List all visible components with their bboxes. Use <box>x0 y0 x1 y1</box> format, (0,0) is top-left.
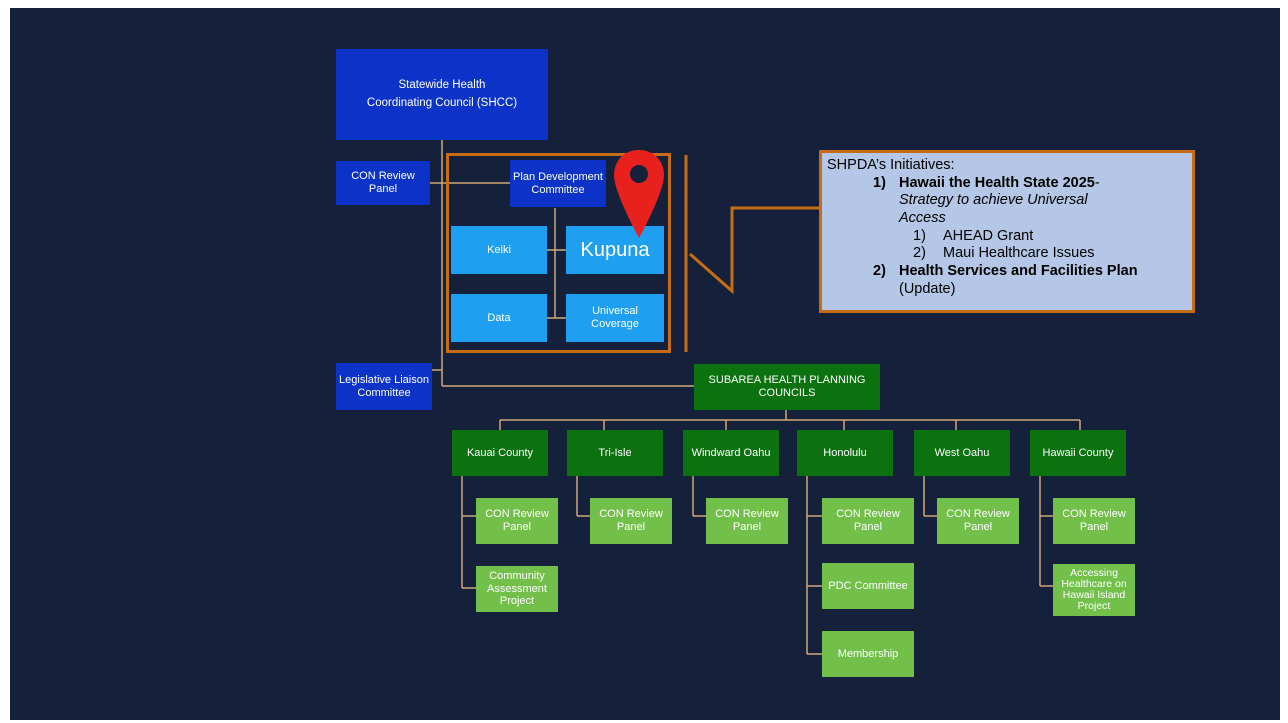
county-hawaii: Hawaii County <box>1030 430 1126 476</box>
initiative-1-sub-2-text: Maui Healthcare Issues <box>943 245 1095 262</box>
hawaii-accessing-healthcare: Accessing Healthcare on Hawaii Island Pr… <box>1053 564 1135 616</box>
kauai-con-review-panel: CON Review Panel <box>476 498 558 544</box>
universal-coverage-label: Universal Coverage <box>591 305 639 330</box>
kauai-community-assessment-label: Community Assessment Project <box>487 570 547 608</box>
initiative-1-sub-1-number: 1) <box>913 227 926 244</box>
windward-con-review-panel: CON Review Panel <box>706 498 788 544</box>
initiatives-callout: SHPDA’s Initiatives: 1) Hawaii the Healt… <box>819 150 1195 313</box>
data-label: Data <box>487 311 511 324</box>
initiative-1-subtitle-a: Strategy to achieve Universal <box>899 192 1088 209</box>
legislative-liaison-box: Legislative Liaison Committee <box>336 363 432 410</box>
connector-lines <box>420 140 1081 655</box>
county-west-oahu-label: West Oahu <box>934 446 990 459</box>
initiative-1-title: Hawaii the Health State 2025 <box>899 174 1095 191</box>
kupuna-box: Kupuna <box>566 226 664 274</box>
keiki-box: Keiki <box>451 226 547 274</box>
initiative-2: 2) Health Services and Facilities Plan <box>827 263 1192 281</box>
kauai-community-assessment: Community Assessment Project <box>476 566 558 612</box>
westoahu-con-review-panel: CON Review Panel <box>937 498 1019 544</box>
initiative-1-sub-2-number: 2) <box>913 245 926 262</box>
plan-development-label: Plan Development Committee <box>513 170 603 196</box>
honolulu-pdc-committee: PDC Committee <box>822 563 914 609</box>
county-tri-isle-label: Tri-Isle <box>598 446 632 459</box>
initiatives-heading: SHPDA’s Initiatives: <box>827 157 955 173</box>
con-review-panel-top: CON Review Panel <box>336 161 430 205</box>
triisle-con-review-panel-label: CON Review Panel <box>599 508 663 533</box>
hawaii-con-review-panel-label: CON Review Panel <box>1062 508 1126 533</box>
kauai-con-review-panel-label: CON Review Panel <box>485 508 549 533</box>
county-kauai-label: Kauai County <box>466 446 534 459</box>
county-hawaii-label: Hawaii County <box>1042 446 1114 459</box>
windward-con-review-panel-label: CON Review Panel <box>715 508 779 533</box>
county-kauai: Kauai County <box>452 430 548 476</box>
initiative-1-sub-2: 2) Maui Healthcare Issues <box>827 245 1192 263</box>
subarea-councils-box: SUBAREA HEALTH PLANNING COUNCILS <box>694 364 880 410</box>
keiki-label: Keiki <box>487 243 511 256</box>
plan-development-group-outline <box>446 153 671 353</box>
plan-development-box: Plan Development Committee <box>510 160 606 207</box>
slide: Statewide Health Coordinating Council (S… <box>10 8 1280 720</box>
initiative-1-subtitle-b: Access <box>899 210 946 227</box>
kupuna-label: Kupuna <box>580 238 650 261</box>
legislative-liaison-label: Legislative Liaison Committee <box>339 373 429 399</box>
honolulu-pdc-committee-label: PDC Committee <box>828 579 908 592</box>
initiative-2-update: (Update) <box>899 280 956 297</box>
subarea-councils-label: SUBAREA HEALTH PLANNING COUNCILS <box>708 374 866 399</box>
hawaii-con-review-panel: CON Review Panel <box>1053 498 1135 544</box>
county-honolulu: Honolulu <box>797 430 893 476</box>
hawaii-accessing-healthcare-label: Accessing Healthcare on Hawaii Island Pr… <box>1061 566 1127 613</box>
shcc-label: Statewide Health Coordinating Council (S… <box>366 79 518 109</box>
county-tri-isle: Tri-Isle <box>567 430 663 476</box>
initiative-1-number: 1) <box>873 174 886 191</box>
initiative-1: 1) Hawaii the Health State 2025- <box>827 175 1192 193</box>
initiative-2-number: 2) <box>873 263 886 280</box>
county-west-oahu: West Oahu <box>914 430 1010 476</box>
county-windward-oahu: Windward Oahu <box>683 430 779 476</box>
universal-coverage-box: Universal Coverage <box>566 294 664 342</box>
initiative-1-sub-1-text: AHEAD Grant <box>943 227 1034 244</box>
honolulu-membership: Membership <box>822 631 914 677</box>
initiative-1-sub-1: 1) AHEAD Grant <box>827 228 1192 246</box>
westoahu-con-review-panel-label: CON Review Panel <box>946 508 1010 533</box>
county-windward-oahu-label: Windward Oahu <box>691 446 771 459</box>
honolulu-con-review-panel-label: CON Review Panel <box>836 508 900 533</box>
con-review-panel-top-label: CON Review Panel <box>351 170 415 195</box>
honolulu-con-review-panel: CON Review Panel <box>822 498 914 544</box>
initiative-1-dash: - <box>1094 174 1100 191</box>
initiative-2-title: Health Services and Facilities Plan <box>899 263 1138 280</box>
county-honolulu-label: Honolulu <box>823 446 867 459</box>
map-pin-icon <box>614 150 664 238</box>
shcc-box: Statewide Health Coordinating Council (S… <box>336 49 548 140</box>
data-box: Data <box>451 294 547 342</box>
triisle-con-review-panel: CON Review Panel <box>590 498 672 544</box>
honolulu-membership-label: Membership <box>837 647 899 660</box>
